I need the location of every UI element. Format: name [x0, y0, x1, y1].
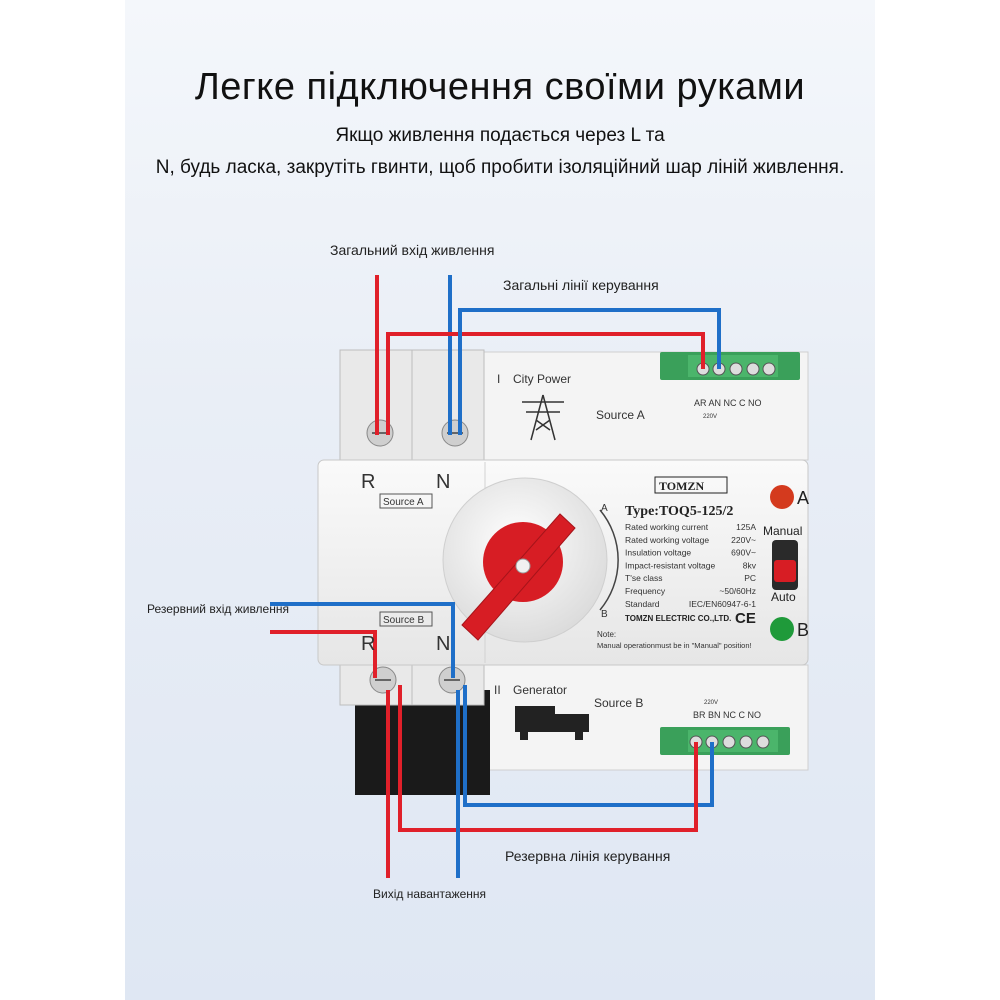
brand-label: TOMZN — [659, 479, 704, 493]
spec-label: Rated working voltage — [625, 535, 709, 545]
spec-value: 125A — [736, 522, 756, 532]
spec-value: ~50/60Hz — [719, 586, 756, 596]
dial-label-a: A — [601, 503, 608, 514]
terminal-n-bottom: N — [436, 633, 450, 655]
source-b-tag-box — [379, 611, 433, 627]
source-a-tag: Source A — [383, 497, 424, 508]
callout-main-control: Загальні лінії керування — [503, 277, 659, 293]
dial-label-b: B — [601, 609, 608, 620]
city-power-label: City Power — [513, 372, 571, 386]
spec-label: Insulation voltage — [625, 548, 691, 558]
top-terminal-labels: AR AN NC C NO — [694, 398, 762, 408]
ce-mark: CE — [735, 610, 756, 627]
roman-one: I — [497, 372, 500, 386]
spec-value: 690V~ — [731, 548, 756, 558]
top-terminal-strip — [660, 352, 800, 380]
note-text: Manual operationmust be in "Manual" posi… — [597, 641, 752, 650]
source-a-tag-box — [379, 493, 433, 509]
indicator-b-label: B — [797, 620, 809, 640]
indicator-light-a — [770, 485, 794, 509]
subtitle-line-2: N, будь ласка, закрутіть гвинти, щоб про… — [155, 157, 845, 178]
terminal-n-top: N — [436, 471, 450, 493]
spec-label: Frequency — [625, 586, 666, 596]
brand-box — [654, 476, 728, 494]
callout-main-input: Загальний вхід живлення — [330, 242, 495, 258]
manual-label: Manual — [763, 524, 802, 538]
generator-icon — [515, 706, 589, 740]
type-label: Type:TOQ5-125/2 — [625, 504, 733, 519]
rotary-handle[interactable] — [461, 513, 576, 641]
callout-load-output: Вихід навантаження — [373, 887, 487, 901]
upper-terminal-housing — [339, 349, 485, 463]
dial-arc — [599, 509, 619, 611]
terminal-r-top: R — [361, 471, 375, 493]
note-title: Note: — [597, 630, 616, 639]
auto-label: Auto — [771, 590, 796, 604]
spec-label: Impact-resistant voltage — [625, 560, 716, 570]
indicator-light-b — [770, 617, 794, 641]
bottom-voltage: 220V — [704, 700, 718, 706]
subtitle-line-1: Якщо живлення подається через L та — [335, 125, 665, 146]
spec-label: T'se class — [625, 573, 663, 583]
terminal-r-bottom: R — [361, 633, 375, 655]
indicator-a-label: A — [797, 488, 809, 508]
spec-value: IEC/EN60947-6-1 — [689, 599, 756, 609]
wiring — [270, 275, 721, 878]
callout-backup-input: Резервний вхід живлення — [147, 602, 289, 616]
lower-terminal-housing — [339, 659, 485, 706]
base-block — [355, 690, 490, 795]
source-b-label: Source B — [594, 696, 643, 710]
spec-value: 220V~ — [731, 535, 756, 545]
bottom-terminal-strip — [660, 727, 790, 755]
bottom-terminal-labels: BR BN NC C NO — [693, 710, 761, 720]
top-voltage: 220V — [703, 414, 717, 420]
spec-table: Rated working current 125A Rated working v… — [625, 522, 757, 609]
company-label: TOMZN ELECTRIC CO.,LTD. — [625, 614, 731, 623]
power-tower-icon — [522, 394, 564, 441]
spec-value: PC — [744, 573, 756, 583]
source-a-label: Source A — [596, 408, 645, 422]
page-title: Легке підключення своїми руками — [194, 66, 806, 108]
spec-value: 8kv — [743, 560, 757, 570]
callout-backup-control: Резервна лінія керування — [505, 848, 671, 864]
source-b-tag: Source B — [383, 615, 424, 626]
roman-two: II — [494, 683, 501, 697]
spec-label: Rated working current — [625, 522, 709, 532]
generator-label: Generator — [513, 683, 567, 697]
spec-label: Standard — [625, 599, 660, 609]
